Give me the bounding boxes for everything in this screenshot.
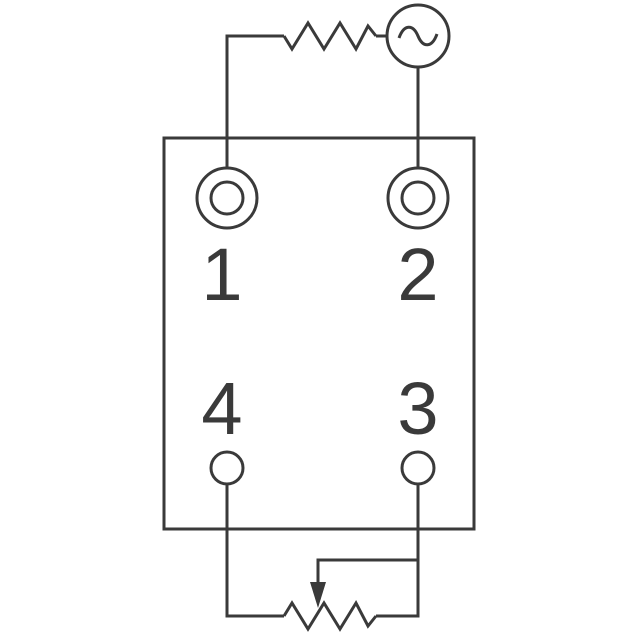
sine-wave-icon	[397, 25, 439, 47]
pin-label-3: 3	[397, 367, 438, 450]
terminal-inner-ring	[209, 180, 245, 216]
pin-label-1: 1	[201, 233, 242, 316]
terminal-pin-3	[400, 450, 436, 486]
terminal-pin-2	[386, 166, 450, 230]
wire-potentiometer-to-pin3	[376, 484, 420, 618]
terminal-ring	[209, 450, 245, 486]
pin-label-2: 2	[397, 233, 438, 316]
wire-pin4-to-potentiometer	[225, 484, 284, 618]
wiper-arrow-icon	[310, 582, 326, 608]
wire-wiper-link	[316, 558, 418, 583]
ac-source-symbol	[385, 3, 451, 69]
bottom-circuit	[225, 484, 420, 632]
top-circuit	[225, 3, 451, 168]
terminal-outer-ring	[195, 166, 259, 230]
terminal-pin-1	[195, 166, 259, 230]
terminal-pin-4	[209, 450, 245, 486]
component-body	[162, 136, 476, 531]
wire-pin1-to-resistor	[225, 34, 284, 168]
terminal-inner-ring	[400, 180, 436, 216]
pin-label-4: 4	[201, 367, 242, 450]
potentiometer-symbol	[282, 599, 378, 632]
resistor-symbol	[282, 20, 378, 53]
terminal-ring	[400, 450, 436, 486]
terminal-outer-ring	[386, 166, 450, 230]
